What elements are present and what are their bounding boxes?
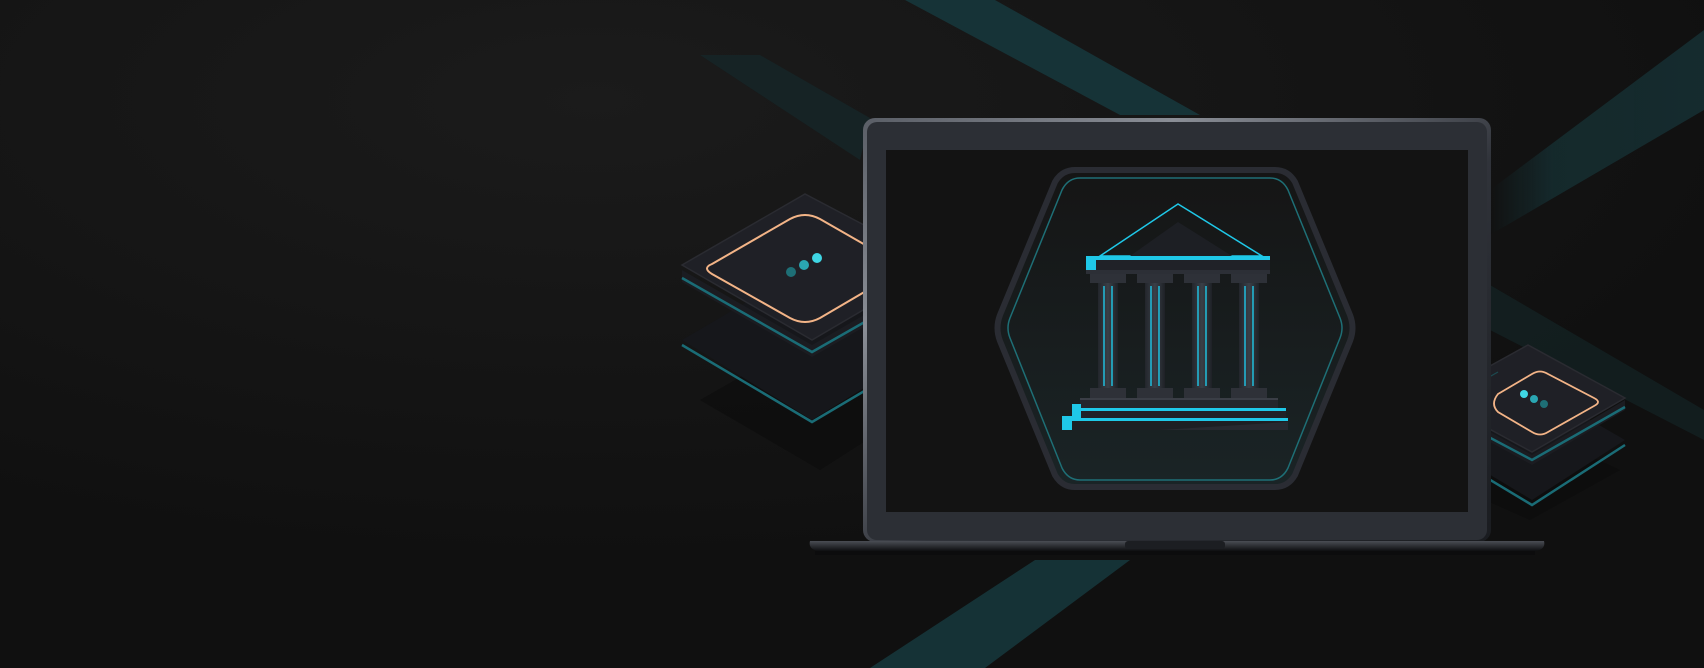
diagonal-stripes (700, 0, 1704, 668)
chip-dot (812, 253, 822, 263)
bank-columns (1098, 283, 1259, 388)
bank-building-icon (994, 167, 1356, 490)
chip-dot (786, 267, 796, 277)
chip-dot (799, 260, 809, 270)
